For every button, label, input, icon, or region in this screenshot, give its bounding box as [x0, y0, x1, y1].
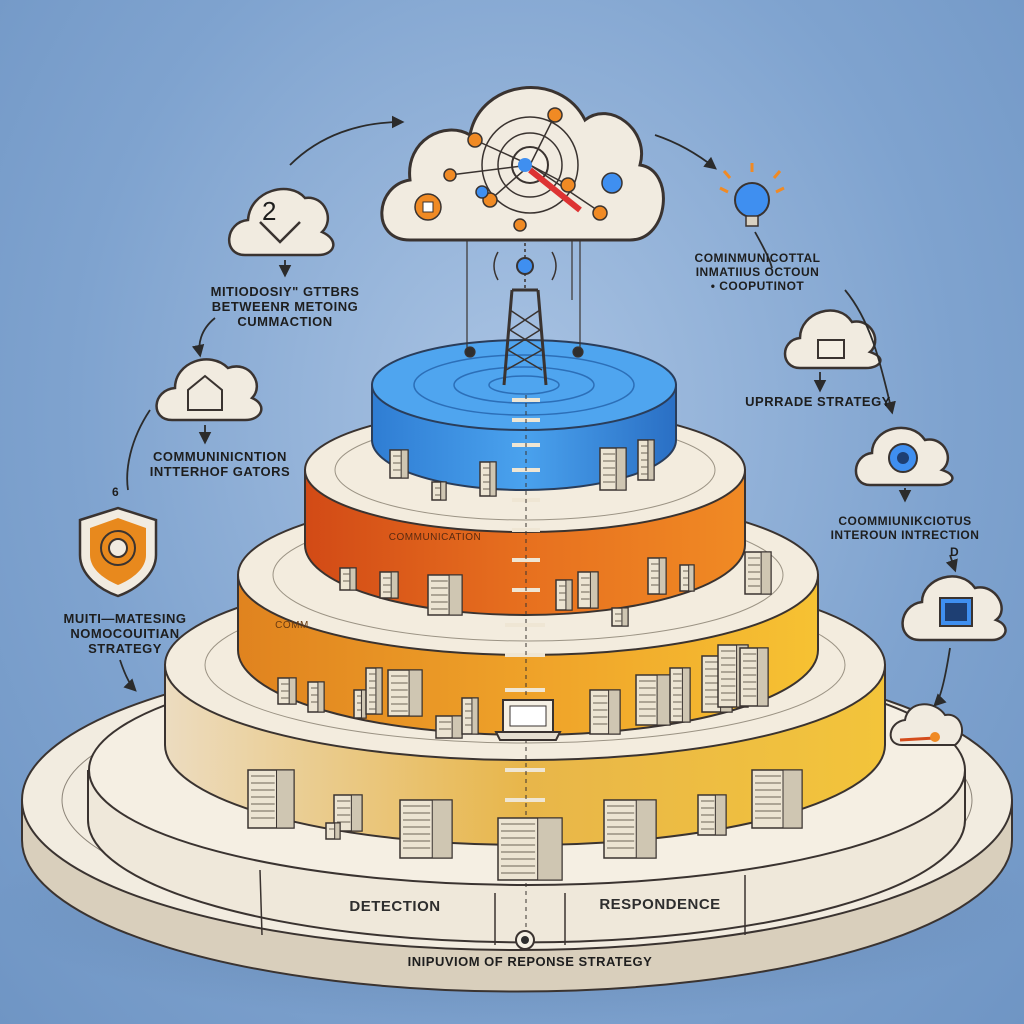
house-cloud-icon — [155, 358, 263, 422]
server-side — [431, 799, 453, 859]
server-side — [276, 769, 295, 829]
server-side — [440, 481, 447, 501]
server-side — [565, 579, 573, 611]
server-side — [400, 449, 409, 479]
server-side — [451, 715, 463, 739]
radio-tower-icon — [493, 225, 557, 386]
laptop-icon — [494, 699, 562, 741]
server-side — [448, 574, 463, 616]
server-side — [288, 677, 297, 705]
left-mid-text: COMMUNINICNTION INTTERHOF GATORS — [149, 449, 291, 479]
monitor-cloud-icon — [901, 575, 1007, 642]
server-side — [782, 769, 803, 829]
server-side — [471, 697, 479, 735]
server-side — [621, 607, 629, 627]
right-mid-text: UPRRADE STRATEGY — [745, 394, 891, 409]
server-buildings — [247, 439, 803, 881]
server-side — [688, 564, 695, 592]
left-top-cloud-icon — [227, 187, 335, 257]
server-side — [658, 557, 667, 595]
server-side — [589, 571, 599, 609]
server-side — [408, 669, 423, 717]
server-side — [714, 794, 727, 836]
shield-target-icon — [78, 506, 158, 598]
left-top-text: MITIODOSIY" GTTBRS BETWEENR METOING CUMM… — [210, 284, 360, 329]
server-side — [647, 439, 655, 481]
server-side — [537, 817, 563, 881]
tier-top — [371, 339, 677, 491]
small-cloud-icon — [889, 703, 964, 746]
central-connector — [505, 395, 545, 940]
lightbulb-icon — [719, 163, 785, 227]
server-side — [656, 674, 671, 726]
tier-yellow-text: COMM — [275, 620, 309, 631]
eye-cloud-icon — [854, 426, 954, 487]
flow-arrows — [119, 115, 958, 707]
server-side — [390, 571, 399, 599]
cloud-network-icon — [380, 86, 665, 242]
cloud-drop-lines — [464, 240, 584, 358]
server-side — [760, 551, 772, 595]
left-cloud-number: 2 — [262, 196, 277, 226]
upgrade-cloud-icon — [783, 309, 882, 370]
base-bottom-label: INIPUVIOM OF REPONSE STRATEGY — [407, 954, 653, 969]
tier-orange-text: COMMUNICATION — [388, 532, 482, 543]
server-side — [334, 822, 341, 840]
server-side — [681, 667, 691, 723]
server-side — [350, 794, 363, 832]
server-side — [489, 461, 497, 497]
bottom-pin-icon — [515, 930, 535, 950]
left-bottom-text: MUITI—MATESING NOMOCOUITIAN STRATEGY — [63, 611, 187, 656]
base-left-label: DETECTION — [349, 898, 441, 915]
server-side — [756, 647, 769, 707]
server-side — [349, 567, 357, 591]
right-top-text: COMINMUNICOTTAL INMATIIUS OCTOUN • COOPU… — [694, 251, 821, 293]
right-lower-text: COOMMIUNIKCIOTUS INTEROUN INTRECTION — [830, 514, 980, 542]
server-side — [375, 667, 383, 715]
server-side — [317, 681, 325, 713]
left-shield-marker: 6 — [112, 485, 120, 499]
base-right-label: RESPONDENCE — [599, 896, 721, 913]
server-side — [635, 799, 657, 859]
server-side — [615, 447, 627, 491]
right-marker: D — [950, 545, 960, 559]
server-side — [608, 689, 621, 735]
